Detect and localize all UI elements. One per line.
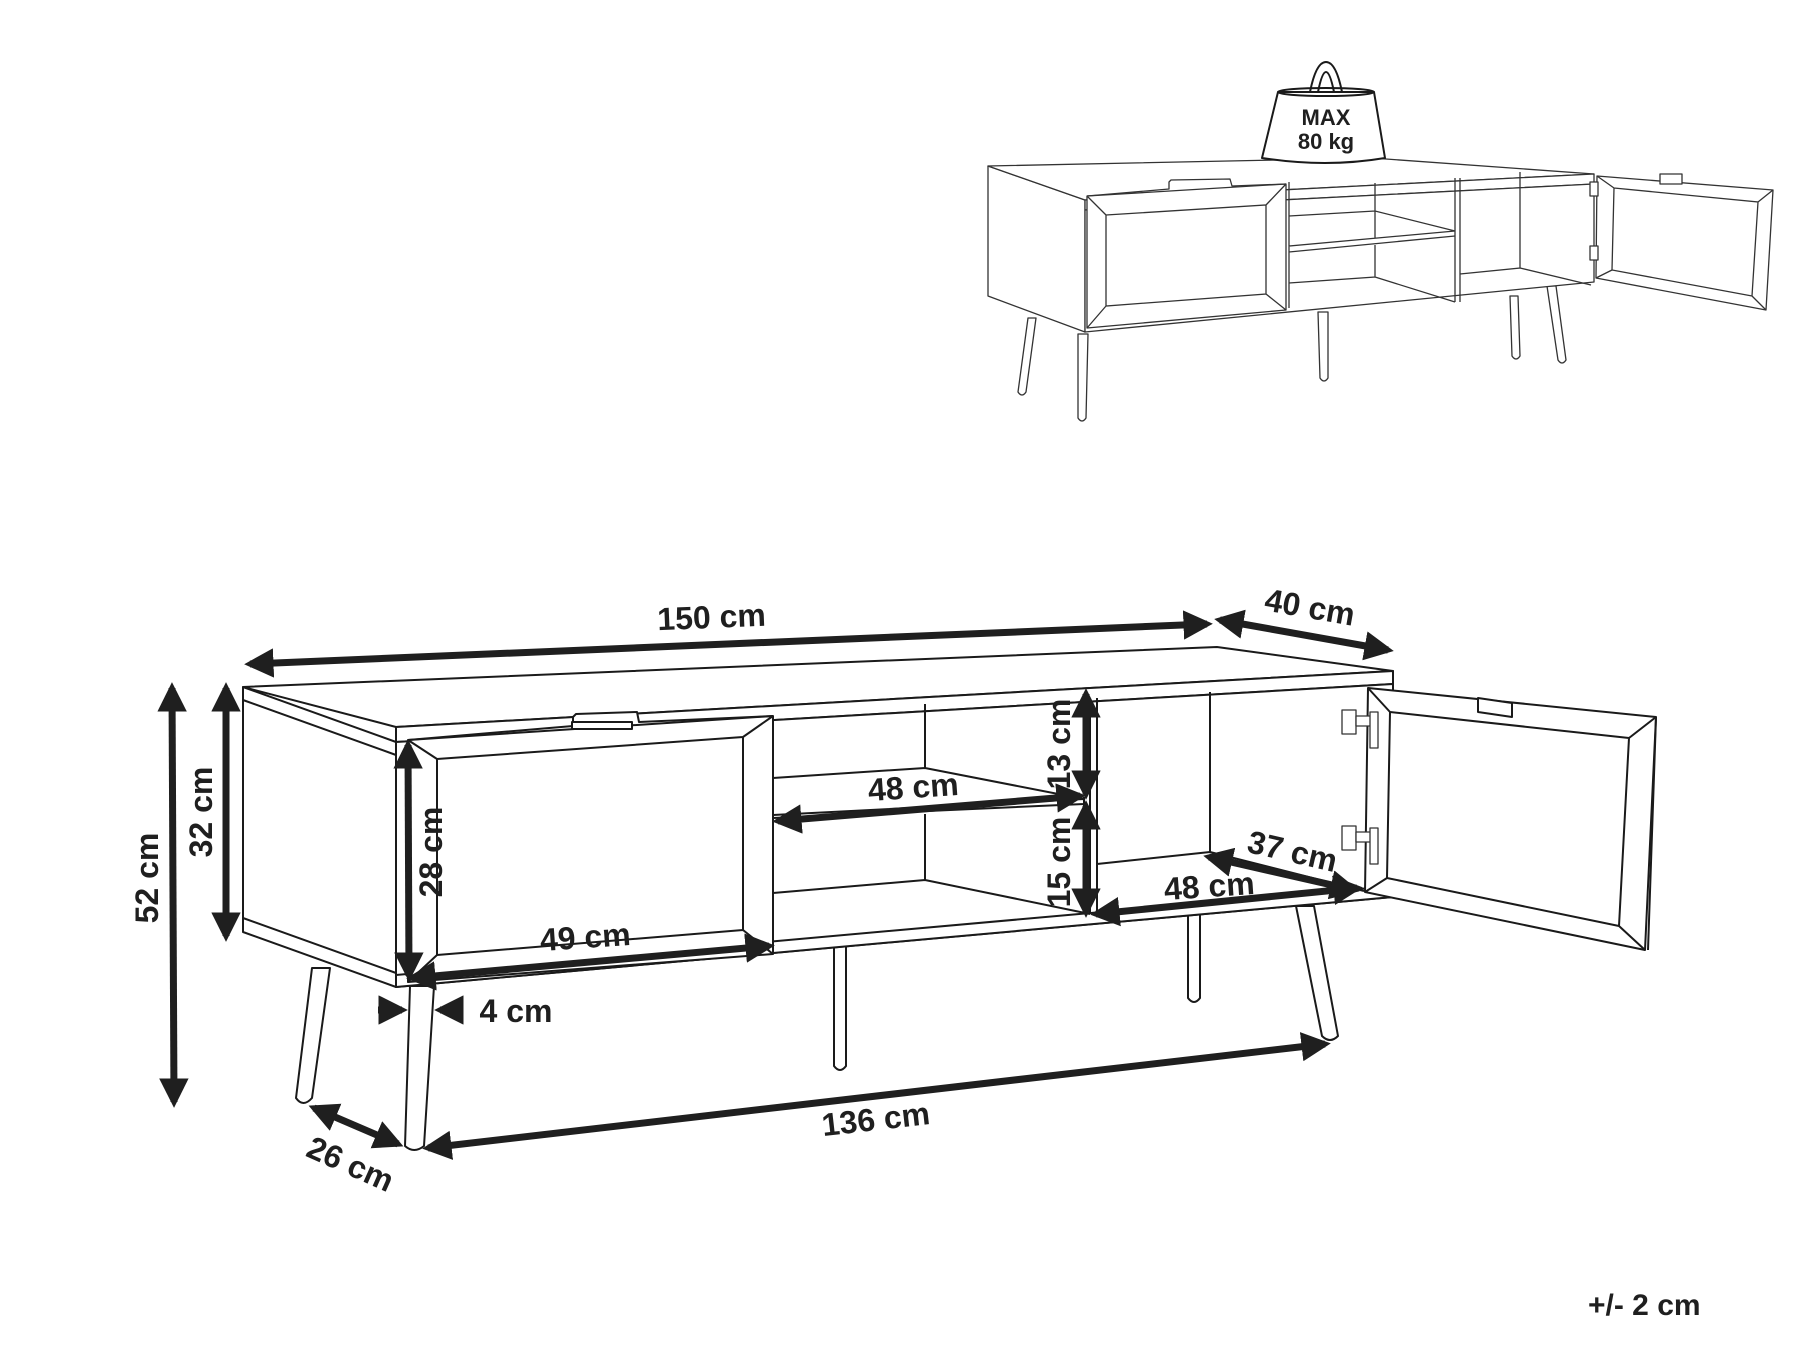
label-total-height: 52 cm xyxy=(129,833,165,924)
arrow-shelf-upper xyxy=(772,783,1086,834)
leg-front-left-back xyxy=(295,967,331,1104)
tolerance-note: +/- 2 cm xyxy=(1588,1289,1701,1322)
label-body-height: 32 cm xyxy=(183,767,219,858)
main-illustration xyxy=(242,646,1657,1151)
label-shelf-upper: 48 cm xyxy=(867,766,960,808)
preview-leg xyxy=(1317,311,1329,382)
label-width: 150 cm xyxy=(657,597,767,638)
label-door-height: 28 cm xyxy=(413,807,449,898)
label-compartment-lower: 15 cm xyxy=(1041,817,1077,908)
preview-hinge-icon xyxy=(1589,181,1599,261)
label-compartment-upper: 13 cm xyxy=(1041,699,1077,790)
arrow-total-height xyxy=(157,682,189,1108)
door-handle xyxy=(571,721,633,730)
load-badge-line2: 80 kg xyxy=(1298,129,1354,154)
label-leg-width: 4 cm xyxy=(480,993,553,1029)
arrow-leg-span-width xyxy=(422,1032,1331,1160)
leg-back-mid xyxy=(833,945,847,1071)
arrow-depth xyxy=(1214,609,1394,661)
preview-leg xyxy=(1077,333,1089,422)
label-shelf-lower: 48 cm xyxy=(1163,865,1256,907)
preview-leg xyxy=(1509,295,1521,360)
preview-right-door xyxy=(1595,175,1774,311)
preview-left-door xyxy=(1086,178,1287,329)
arrow-door-width xyxy=(406,933,775,991)
preview-illustration: MAX 80 kg xyxy=(987,61,1774,422)
side-panel xyxy=(242,686,397,988)
weight-icon xyxy=(1261,61,1386,164)
arrow-leg-span-depth xyxy=(308,1103,404,1149)
leg-back-right xyxy=(1187,911,1201,1003)
label-depth: 40 cm xyxy=(1262,582,1358,633)
door-handle-open xyxy=(1477,697,1513,718)
dimension-arrows xyxy=(157,609,1394,1160)
leg-front-left xyxy=(404,985,435,1151)
label-door-width: 49 cm xyxy=(539,916,632,958)
arrow-width xyxy=(244,610,1213,678)
preview-handle xyxy=(1659,173,1683,185)
right-door-open xyxy=(1364,687,1657,951)
arrow-door-height xyxy=(393,739,424,982)
load-badge-line1: MAX xyxy=(1302,105,1351,130)
preview-leg xyxy=(1546,285,1567,364)
arrow-cabinet-depth xyxy=(1203,847,1360,900)
leg-front-right xyxy=(1295,905,1339,1041)
preview-leg xyxy=(1017,317,1037,396)
